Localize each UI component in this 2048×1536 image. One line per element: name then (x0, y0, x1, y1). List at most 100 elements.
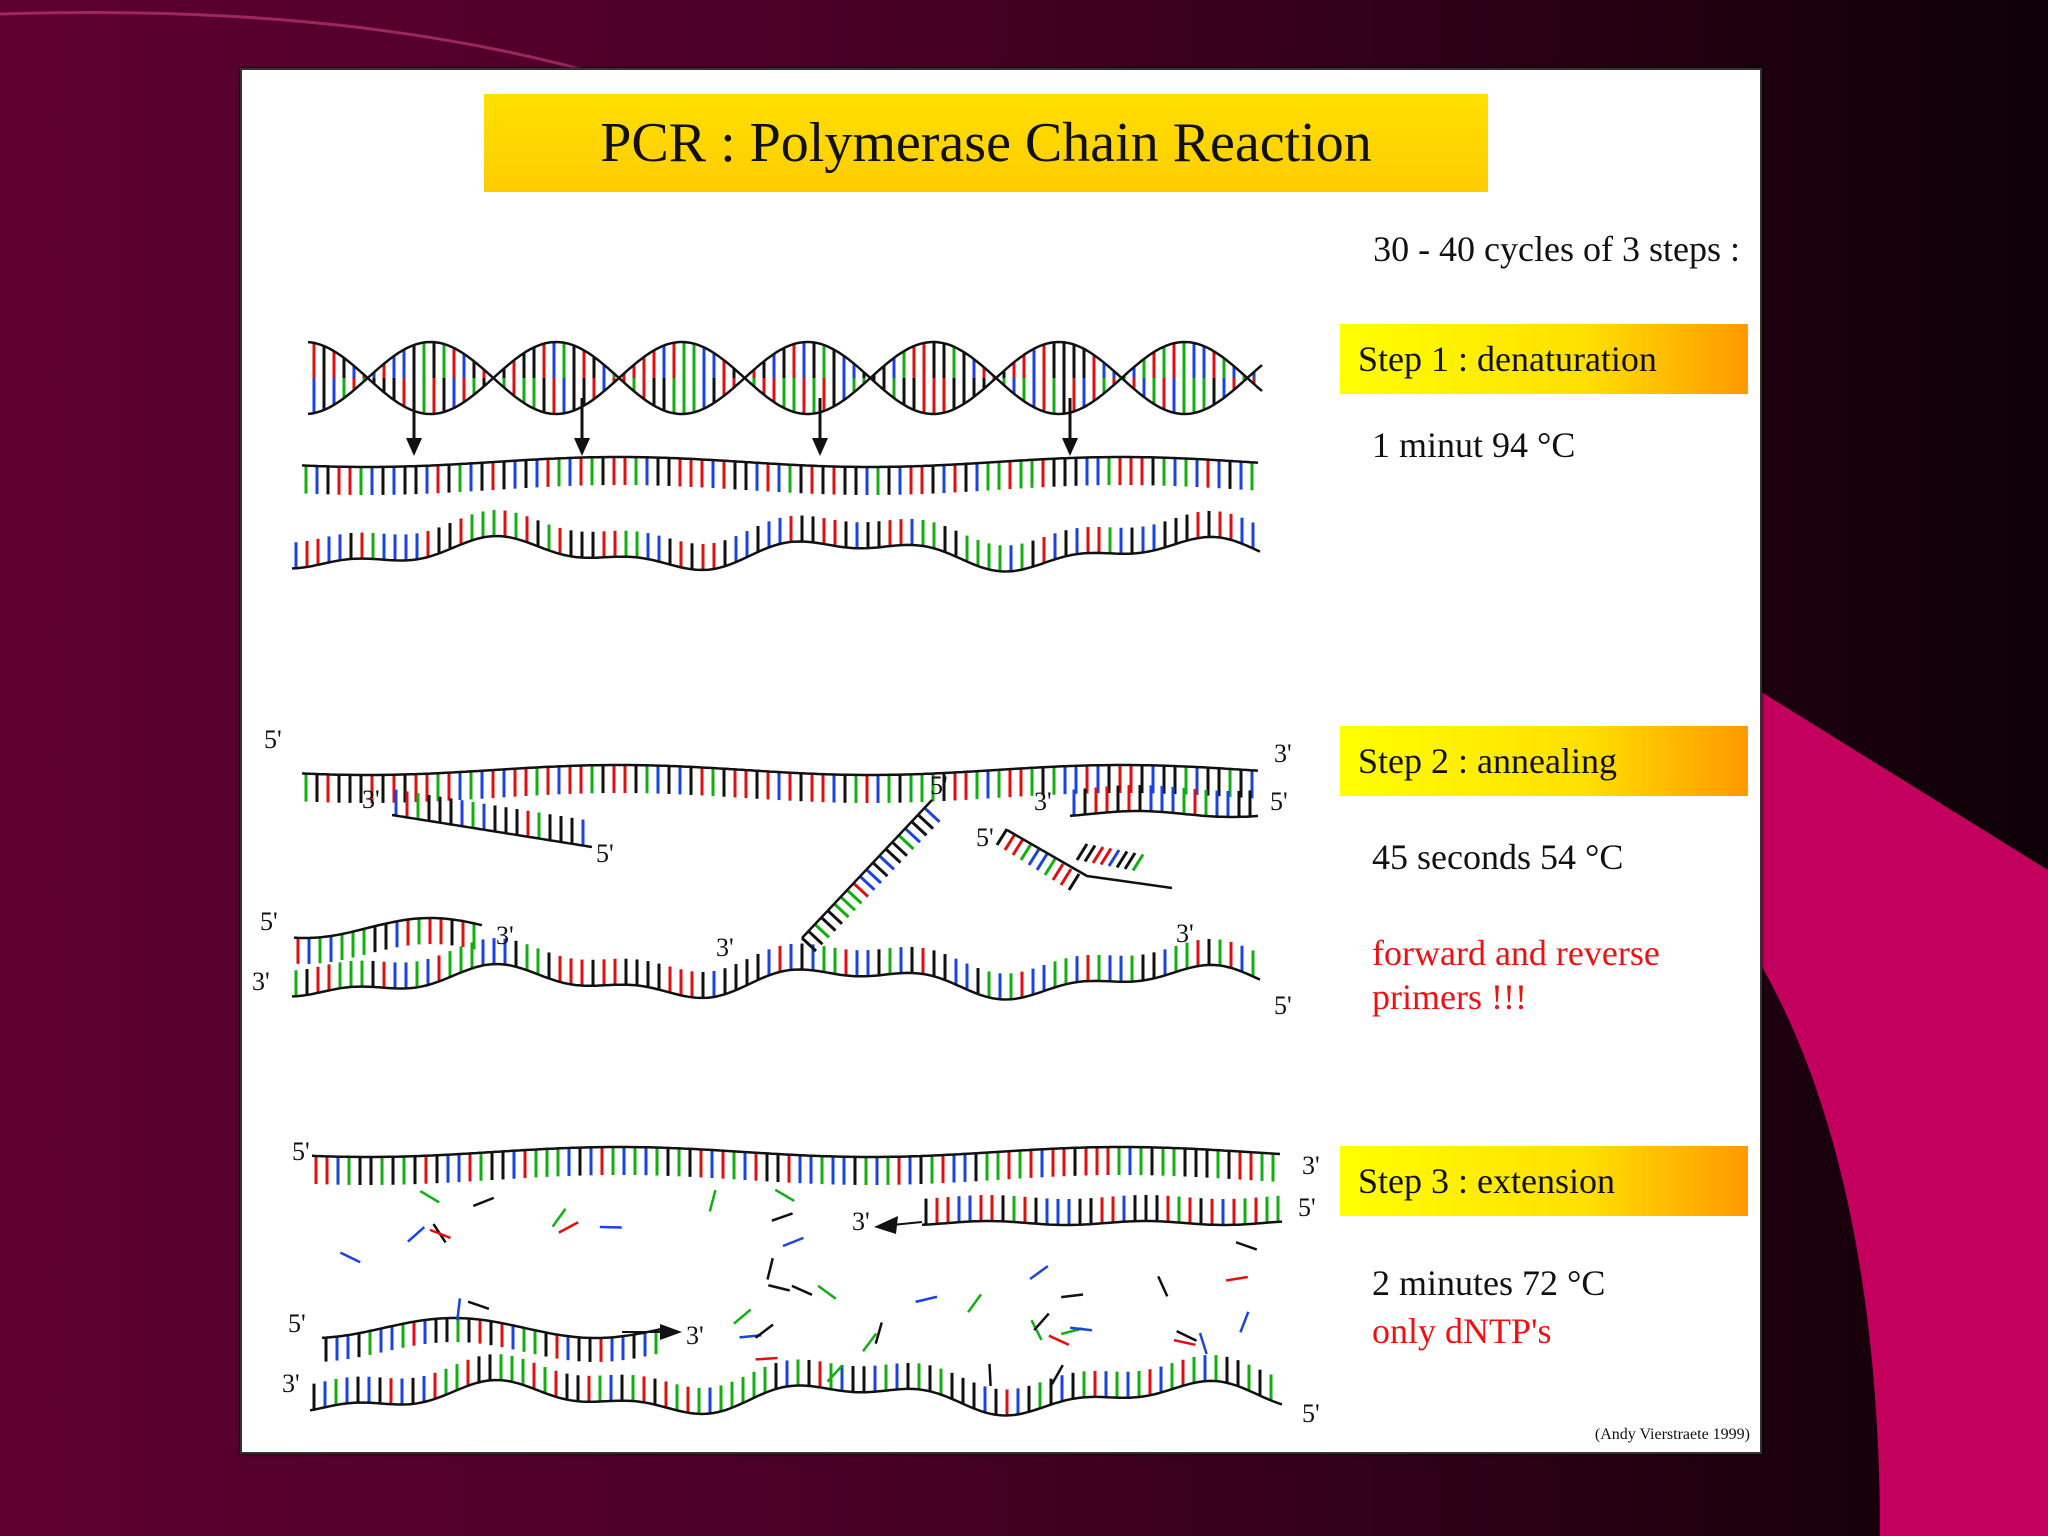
dntp (791, 1284, 813, 1296)
free-primer-base (872, 862, 889, 878)
step-3-note: only dNTP's (1372, 1311, 1552, 1351)
down-arrow-head (574, 438, 590, 456)
strand-end-label: 3' (362, 785, 380, 814)
top-swoosh-line (0, 10, 621, 82)
free-primer-base (904, 828, 922, 844)
free-nucleotides (339, 1188, 1258, 1386)
free-primer-base (1107, 849, 1121, 867)
pcr-figure-panel: 5'3'3'5'3'5'5'3'3'5'5'3'3'5'5'3'3'5'3'5'… (240, 68, 1762, 1454)
strand-end-label: 3' (1302, 1151, 1320, 1180)
strand-end-label: 5' (292, 1137, 310, 1166)
strand-end-label: 3' (1274, 739, 1292, 768)
dntp (782, 1236, 804, 1248)
dntp (862, 1332, 878, 1352)
free-primer-base (1115, 850, 1129, 869)
helix-backbone-b (307, 340, 1263, 416)
free-primer-base (1035, 853, 1049, 871)
free-primer-base (891, 841, 909, 857)
page-title: PCR : Polymerase Chain Reaction (600, 112, 1372, 174)
strand-top-denatured (301, 455, 1259, 469)
strand-end-labels: 5'3'3'5'3'5'5'3'3'5'5'3'3'5'5'3'3'5'3'5'… (252, 725, 1320, 1428)
dntp (1048, 1334, 1070, 1346)
template-bottom-annealing (291, 962, 1261, 1001)
dntp (754, 1323, 774, 1339)
strand-end-label: 5' (1298, 1193, 1316, 1222)
template-top-annealing (301, 763, 1259, 777)
free-primer-base (807, 930, 824, 946)
template-bottom-extension (309, 1378, 1283, 1417)
free-primer-base (820, 916, 837, 932)
dntp (1157, 1275, 1169, 1297)
cycles-text: 30 - 40 cycles of 3 steps : (1373, 229, 1740, 269)
dntp (708, 1189, 717, 1212)
dntp (1061, 1293, 1084, 1299)
strand-end-label: 3' (1034, 787, 1052, 816)
dntp (467, 1300, 490, 1310)
primer-b (1069, 809, 1259, 819)
free-primer-base (826, 909, 844, 925)
strand-end-label: 5' (260, 907, 278, 936)
dntp (1235, 1241, 1258, 1251)
dntp (1033, 1312, 1050, 1331)
dntp (1173, 1338, 1196, 1347)
title-banner: PCR : Polymerase Chain Reaction (484, 94, 1488, 192)
free-primer-base (1027, 848, 1041, 866)
step-2-condition: 45 seconds 54 °C (1372, 837, 1624, 877)
dntp (826, 1364, 844, 1383)
magenta-corner-shape (1758, 690, 2048, 1536)
dna-base-ticks (294, 342, 1280, 1416)
strand-end-label: 5' (1302, 1399, 1320, 1428)
free-primer-base (1075, 843, 1089, 861)
step-3-banner: Step 3 : extension (1340, 1146, 1748, 1216)
free-primer-base (1059, 868, 1073, 886)
free-primer-base (924, 807, 941, 823)
extension-arrow-head (874, 1216, 898, 1234)
free-primer-base (898, 834, 915, 851)
dntp (339, 1251, 361, 1264)
dntp (1030, 1319, 1043, 1341)
free-primer-base (833, 902, 850, 919)
dntp (551, 1208, 567, 1228)
dntp (456, 1298, 462, 1321)
strand-end-label: 3' (852, 1207, 870, 1236)
dntp (774, 1188, 795, 1202)
strand-end-label: 5' (1274, 991, 1292, 1020)
free-primer-base (1019, 843, 1033, 861)
strand-end-label: 5' (596, 839, 614, 868)
free-primer-base (1123, 852, 1137, 870)
step-1-label: Step 1 : denaturation (1358, 339, 1657, 379)
free-primer-base (917, 814, 935, 830)
free-primer-base (1043, 858, 1057, 876)
strand-end-label: 5' (264, 725, 282, 754)
free-primer-base (839, 896, 857, 912)
dntp (915, 1295, 938, 1304)
down-arrow-head (812, 438, 828, 456)
step-3-label: Step 3 : extension (1358, 1161, 1615, 1201)
primer-c (293, 916, 483, 940)
free-primer-base (852, 882, 870, 898)
primer-a (391, 813, 593, 849)
free-primer-base (813, 923, 831, 939)
strand-end-label: 3' (716, 933, 734, 962)
strand-end-label: 3' (282, 1369, 300, 1398)
dntp (558, 1221, 579, 1234)
free-primer-base (1131, 853, 1145, 872)
dntp (874, 1322, 883, 1345)
step-3-condition: 2 minutes 72 °C (1372, 1263, 1606, 1303)
dntp (768, 1284, 790, 1292)
free-primer-base (1083, 844, 1097, 863)
strand-end-label: 5' (1270, 787, 1288, 816)
free-primer-base (1051, 863, 1065, 881)
step-2-banner: Step 2 : annealing (1340, 726, 1748, 796)
pcr-diagram: 5'3'3'5'3'5'5'3'3'5'5'3'3'5'5'3'3'5'3'5'… (252, 340, 1320, 1428)
extension-arrow-head (660, 1324, 682, 1340)
extending-strand-top (921, 1219, 1283, 1227)
strand-bottom-denatured (291, 534, 1261, 573)
dntp (967, 1293, 982, 1313)
free-primer-base (846, 889, 863, 905)
free-primer-base (878, 855, 896, 871)
dntp (407, 1226, 426, 1243)
dntp (988, 1363, 992, 1386)
extending-strand-bottom (321, 1316, 663, 1340)
